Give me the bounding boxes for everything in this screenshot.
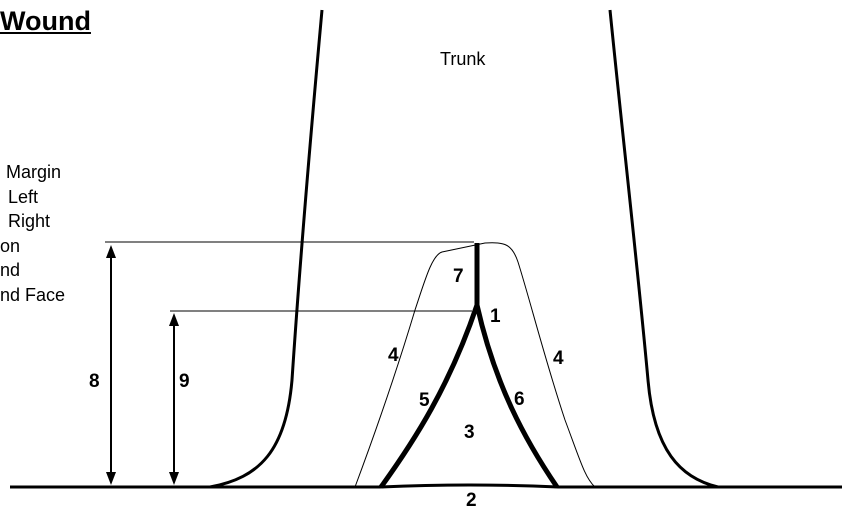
callout-4-right: 4 [553, 348, 564, 369]
legend-item: Left [8, 186, 39, 207]
wound-margin-right [474, 304, 560, 489]
wound-margin-left [378, 304, 480, 489]
callus-outline [354, 242, 596, 488]
callout-5: 5 [419, 390, 430, 411]
callout-3: 3 [464, 422, 475, 443]
callout-2: 2 [466, 490, 477, 511]
legend-item: Margin [6, 162, 62, 182]
callout-9: 9 [179, 371, 190, 392]
callout-1: 1 [490, 306, 501, 327]
trunk-label: Trunk [440, 49, 486, 69]
callout-7: 7 [453, 266, 464, 287]
ground-line [10, 483, 842, 489]
height-arrow-9 [169, 313, 179, 485]
callout-4-left: 4 [388, 345, 399, 366]
trunk-right-outline [608, 9, 719, 489]
callout-6: 6 [514, 389, 525, 410]
height-arrow-8 [106, 245, 116, 485]
legend-item: nd [0, 260, 21, 280]
legend-item: on [0, 235, 21, 256]
diagram-title: Wound [0, 6, 91, 36]
legend-item: nd Face [0, 284, 66, 305]
trunk-left-outline [209, 9, 324, 489]
callout-8: 8 [89, 371, 100, 392]
legend-item: Right [8, 211, 51, 231]
legend-list: Margin Left Right on nd nd Face [0, 160, 65, 307]
